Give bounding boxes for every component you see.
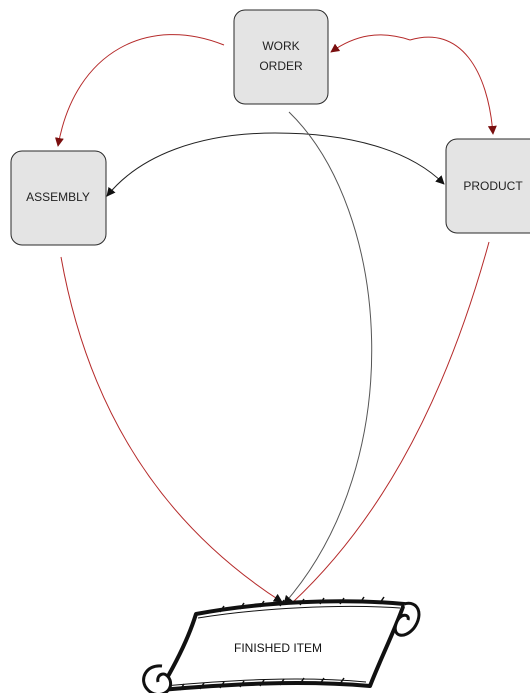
edge-product-to-finished-item — [291, 241, 490, 604]
node-finished-item[interactable]: FINISHED ITEM — [142, 596, 421, 693]
scroll-icon — [142, 596, 421, 693]
assembly-label: ASSEMBLY — [26, 190, 90, 204]
product-label: PRODUCT — [463, 179, 523, 193]
edge-work-order-to-finished-item — [283, 111, 373, 605]
edge-assembly-to-finished-item — [60, 256, 283, 603]
work-order-label-line2: ORDER — [259, 59, 303, 73]
edge-work-order-to-assembly — [54, 34, 225, 147]
node-assembly[interactable]: ASSEMBLY — [10, 150, 107, 246]
edge-product-to-work-order — [330, 34, 411, 53]
finished-item-label: FINISHED ITEM — [234, 641, 322, 655]
node-product[interactable]: PRODUCT — [445, 138, 530, 234]
edges — [54, 34, 497, 605]
edge-product-to-assembly — [106, 132, 276, 197]
edge-work-order-to-product — [409, 36, 497, 135]
work-order-label-line1: WORK — [262, 39, 299, 53]
node-work-order[interactable]: WORK ORDER — [233, 9, 329, 105]
edge-assembly-to-product — [274, 132, 445, 185]
